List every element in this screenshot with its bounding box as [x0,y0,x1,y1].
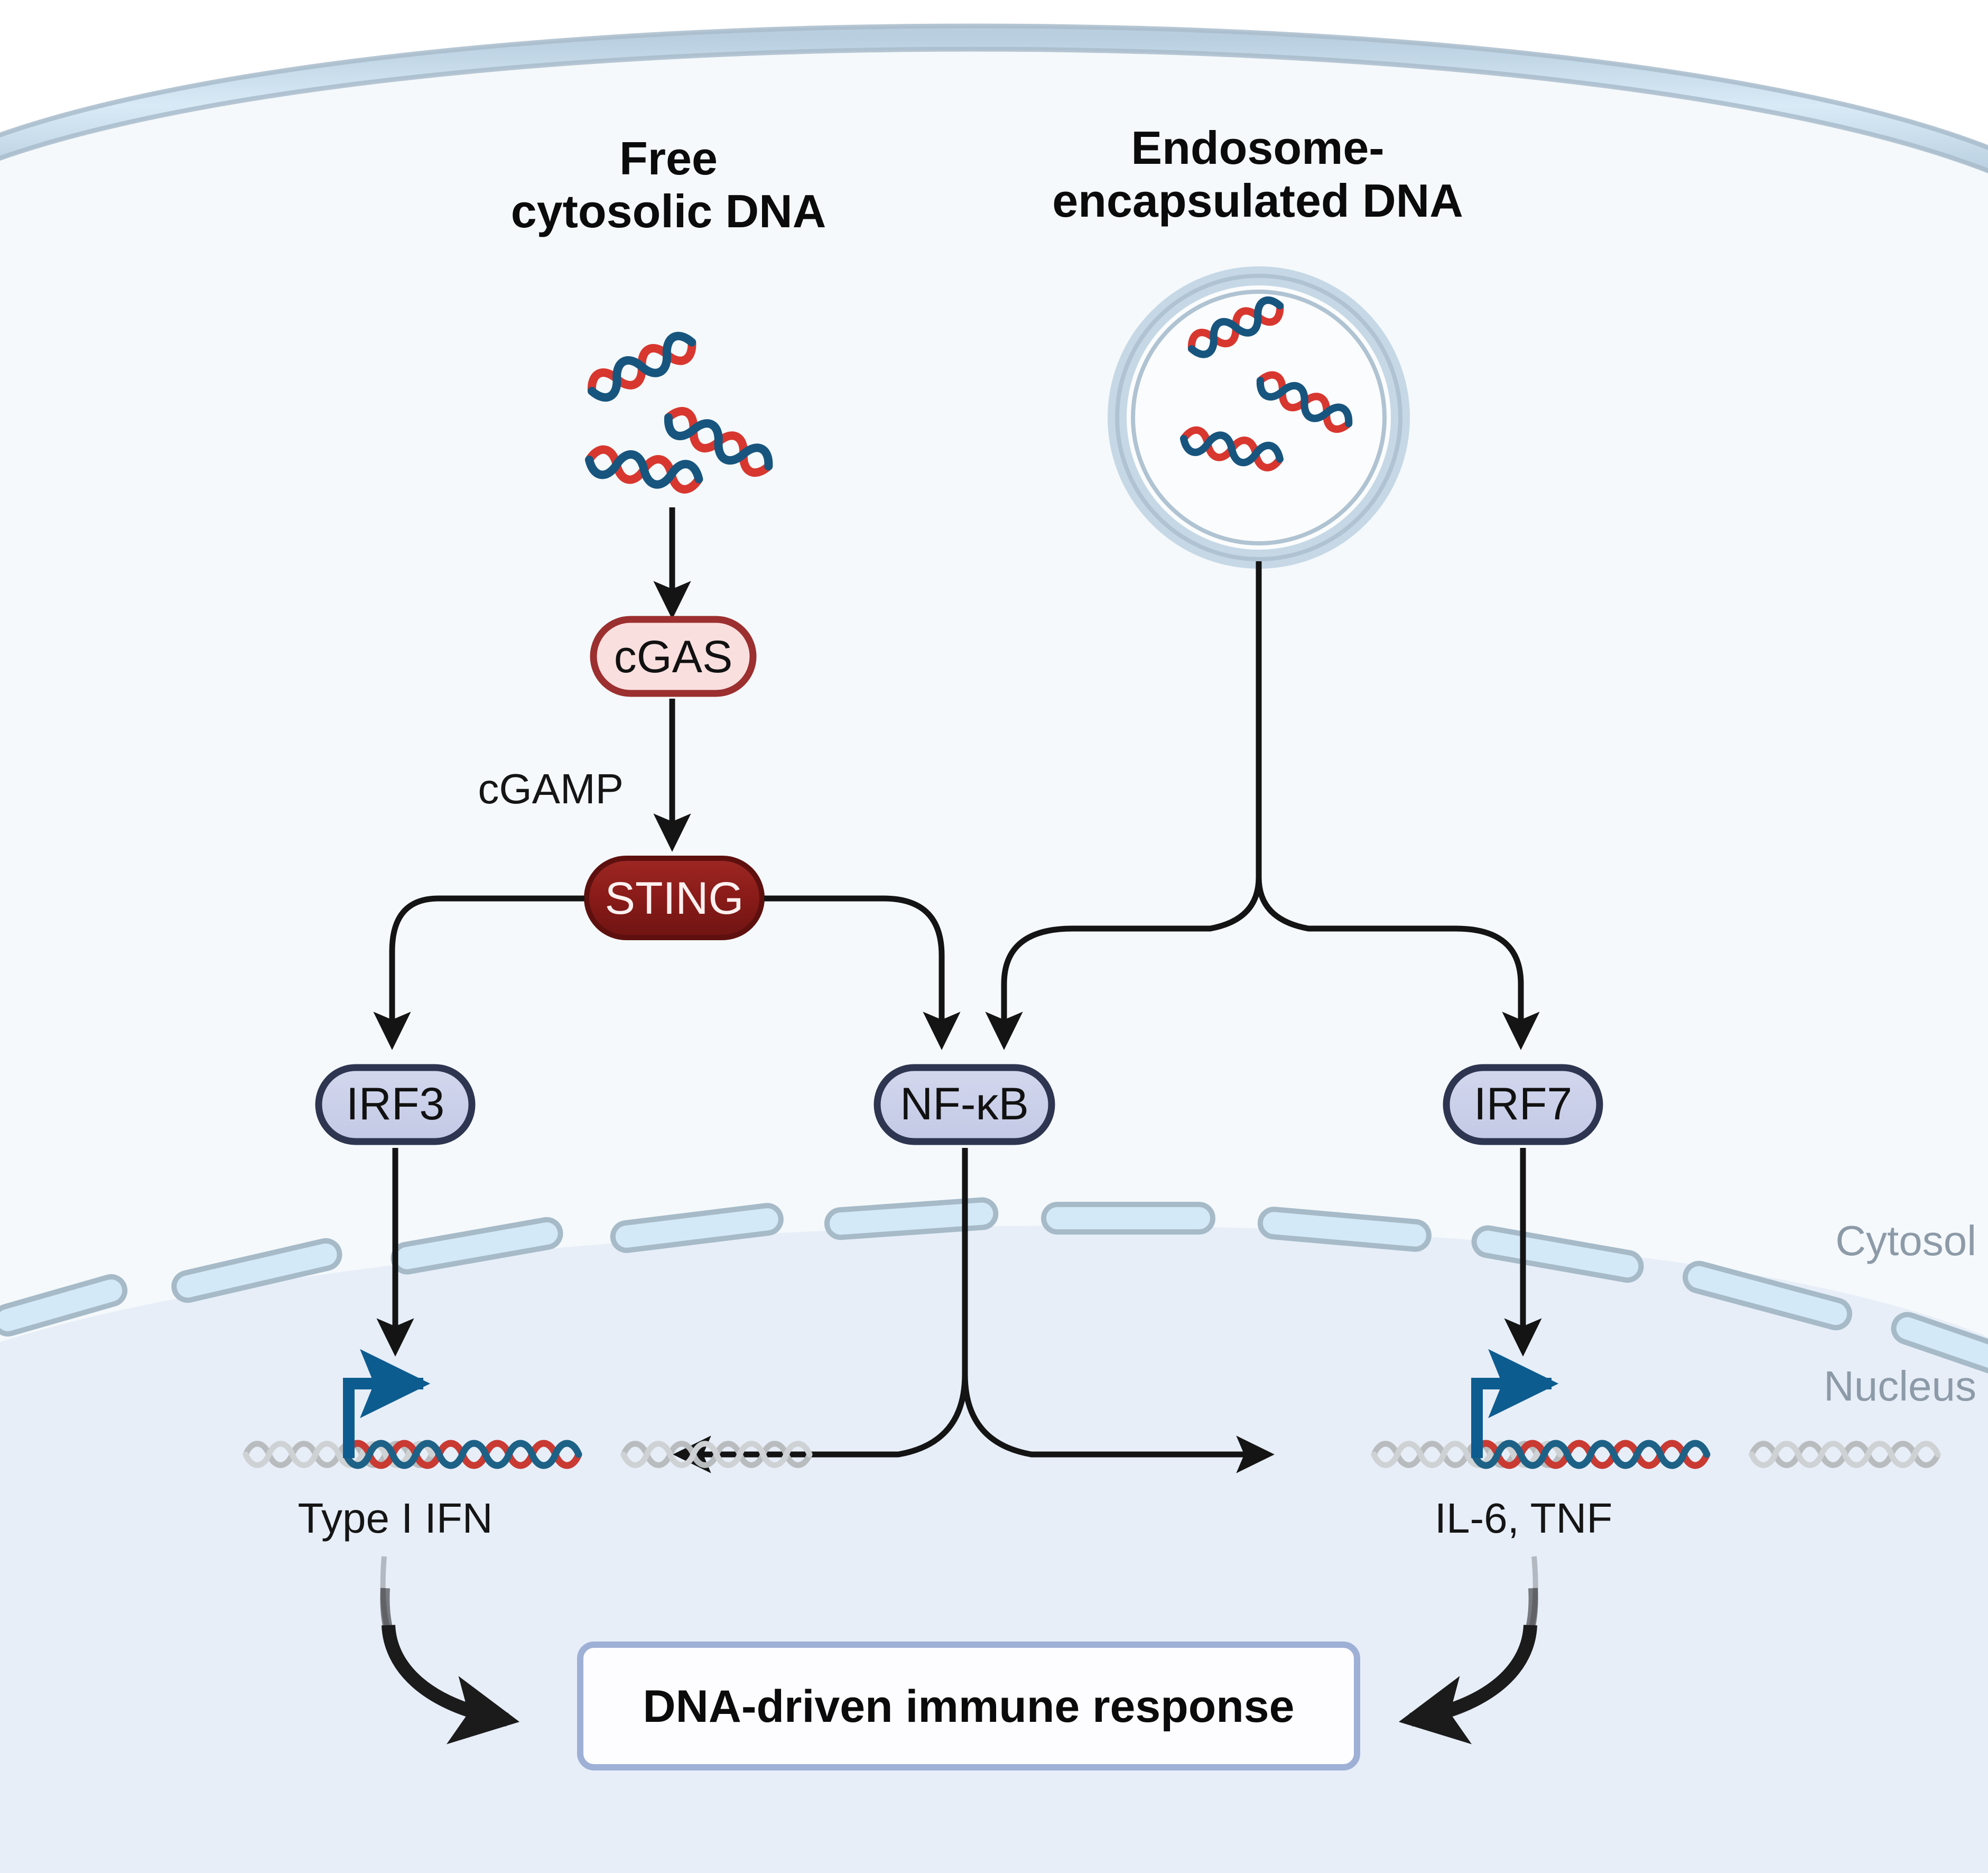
edge-sting-to-irf3 [373,895,584,1050]
endosome-vesicle [1108,266,1410,569]
nuclear-envelope [0,1197,1988,1379]
node-nfkb-label: NF-κB [900,1079,1029,1129]
node-sting-label: STING [605,873,744,924]
free-dna-title-line2: cytosolic DNA [511,185,826,237]
endosome-title-line2: encapsulated DNA [1052,174,1463,227]
title-endosome-encapsulated-dna: Endosome- encapsulated DNA [1052,122,1463,227]
gene-label-type-i-ifn: Type I IFN [298,1495,493,1542]
tss-arrow-ifn [343,1349,431,1458]
endosome-title-line1: Endosome- [1131,122,1384,174]
free-dna-title-line1: Free [619,132,718,184]
node-sting[interactable]: STING [584,856,765,940]
arrow-ifn-to-outcome [380,1556,520,1745]
tss-arrow-il6tnf [1471,1349,1559,1458]
outcome-label: DNA-driven immune response [643,1681,1295,1732]
node-irf7[interactable]: IRF7 [1443,1064,1603,1145]
node-irf3-label: IRF3 [346,1079,444,1129]
node-cgas[interactable]: cGAS [590,616,757,697]
node-irf7-label: IRF7 [1474,1079,1572,1129]
node-cgas-label: cGAS [614,632,733,682]
compartment-labels: Cytosol Nucleus [1824,1217,1976,1410]
label-nucleus: Nucleus [1824,1362,1976,1410]
outcome-box[interactable]: DNA-driven immune response [577,1642,1360,1770]
edge-label-cgamp: cGAMP [478,765,624,812]
title-free-cytosolic-dna: Free cytosolic DNA [511,132,826,237]
arrow-cgas-to-sting: cGAMP [478,699,691,852]
gene-il6-tnf: IL-6, TNF [1374,1349,1938,1542]
edge-nfkb-to-genes [673,1148,1275,1473]
edge-sting-to-nfkb [764,895,961,1050]
node-irf3[interactable]: IRF3 [315,1064,476,1145]
plasma-membrane [0,23,1988,174]
label-cytosol: Cytosol [1835,1217,1976,1264]
arrow-il6tnf-to-outcome [1398,1556,1538,1745]
edge-endosome-fork [985,561,1540,1050]
node-nfkb[interactable]: NF-κB [874,1064,1055,1145]
gene-type-i-ifn: Type I IFN [246,1349,810,1542]
gene-label-il6-tnf: IL-6, TNF [1435,1495,1612,1542]
nucleus-region [0,1226,1988,1873]
